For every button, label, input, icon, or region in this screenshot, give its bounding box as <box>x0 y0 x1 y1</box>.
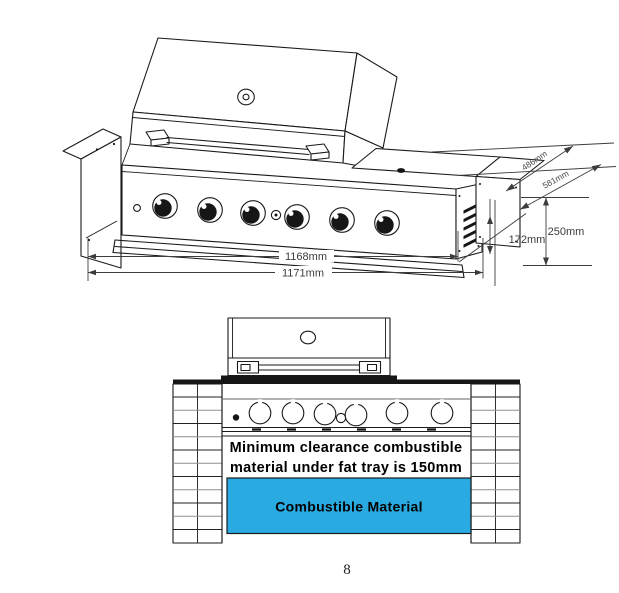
side-burner-knob <box>270 209 282 221</box>
hood-handle <box>145 129 330 161</box>
burner-knob <box>152 193 178 219</box>
thermometer-icon <box>237 88 255 106</box>
brick-column-left <box>172 383 223 544</box>
hood-handle <box>236 360 382 374</box>
hood-front <box>221 317 397 380</box>
clearance-warning: Minimum clearance combustible material u… <box>230 440 463 476</box>
burner-knob <box>344 401 368 427</box>
side-burner-knob <box>335 412 347 424</box>
ignition-button <box>133 204 141 212</box>
clearance-drawing: Minimum clearance combustible material u… <box>172 317 521 544</box>
page-number: 8 <box>343 562 351 578</box>
burner-knob <box>374 210 400 236</box>
dim-height-right: 250mm <box>548 226 585 238</box>
burner-knob <box>197 197 223 223</box>
control-panel <box>133 193 400 236</box>
dim-height-inner: 172mm <box>509 234 546 246</box>
burner-knob <box>248 399 272 425</box>
hood <box>121 37 398 171</box>
warning-text-line1: Minimum clearance combustible <box>230 440 463 456</box>
side-vents <box>463 204 477 248</box>
burner-knob <box>284 204 310 230</box>
burner-knob <box>329 207 355 233</box>
brick-column-right <box>470 383 521 544</box>
right-cabinet <box>475 156 545 248</box>
burner-knob <box>240 200 266 226</box>
dim-depth-back: 581mm <box>541 168 571 191</box>
burner-knob <box>313 400 337 426</box>
dim-width-outer: 1171mm <box>282 268 324 280</box>
burner-knob <box>430 399 454 425</box>
burner-knob <box>385 399 409 425</box>
thermometer-icon <box>299 330 317 345</box>
grill-dimension-drawing: 486mm 581mm 250mm 172mm <box>62 37 617 286</box>
combustible-box: Combustible Material <box>226 477 472 535</box>
warning-text-line2: material under fat tray is 150mm <box>230 460 462 476</box>
burner-knob <box>281 399 305 425</box>
side-shelf <box>351 147 501 178</box>
counter-top-bar <box>173 379 520 384</box>
combustible-label: Combustible Material <box>275 499 423 515</box>
ignition-button <box>232 414 240 421</box>
left-wall-bracket <box>62 128 122 269</box>
dim-width-inner: 1168mm <box>285 251 327 263</box>
